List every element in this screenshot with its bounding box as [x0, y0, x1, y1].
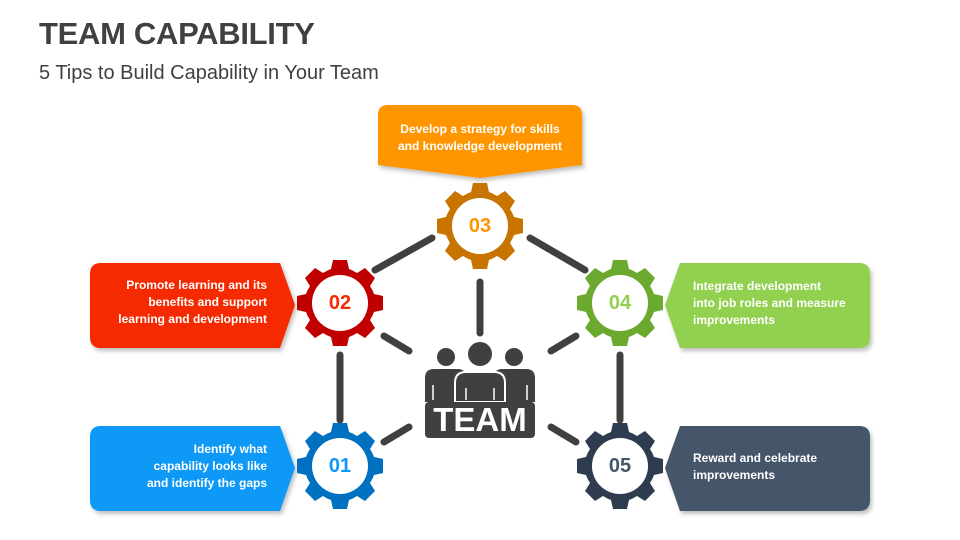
- team-label: TEAM: [433, 401, 527, 438]
- connector-03-04: [526, 234, 589, 274]
- step-number-05: 05: [608, 455, 632, 477]
- step-02-text: Promote learning and its benefits and su…: [118, 278, 267, 326]
- connector-02-team: [380, 332, 413, 355]
- team-people-icon: [425, 342, 535, 438]
- step-03-text: Develop a strategy for skills and knowle…: [397, 122, 563, 153]
- step-05-box: [665, 426, 870, 511]
- step-number-03: 03: [468, 215, 492, 237]
- connector-02-03: [371, 234, 436, 274]
- connector-01-team: [380, 423, 413, 446]
- step-05-text: Reward and celebrate improvements: [693, 451, 818, 482]
- gear-icon-05: [577, 423, 663, 509]
- step-number-01: 01: [328, 455, 352, 477]
- gear-icon-03: [437, 183, 523, 269]
- gear-icon-02: [297, 260, 383, 346]
- gear-icon-01: [297, 423, 383, 509]
- step-number-04: 04: [608, 292, 632, 314]
- gear-icon-04: [577, 260, 663, 346]
- page-subtitle: 5 Tips to Build Capability in Your Team: [39, 62, 379, 84]
- connector-lines: [336, 234, 624, 446]
- connector-05-team: [547, 423, 580, 446]
- step-01-text: Identify what capability looks like and …: [146, 442, 267, 490]
- step-02-box: [90, 263, 295, 348]
- step-number-02: 02: [328, 292, 352, 314]
- connector-04-team: [547, 332, 580, 355]
- step-03-box: [378, 105, 582, 178]
- step-01-box: [90, 426, 295, 511]
- step-04-box: [665, 263, 870, 348]
- step-04-text: Integrate development into job roles and…: [693, 279, 846, 327]
- page-title: TEAM CAPABILITY: [39, 16, 315, 51]
